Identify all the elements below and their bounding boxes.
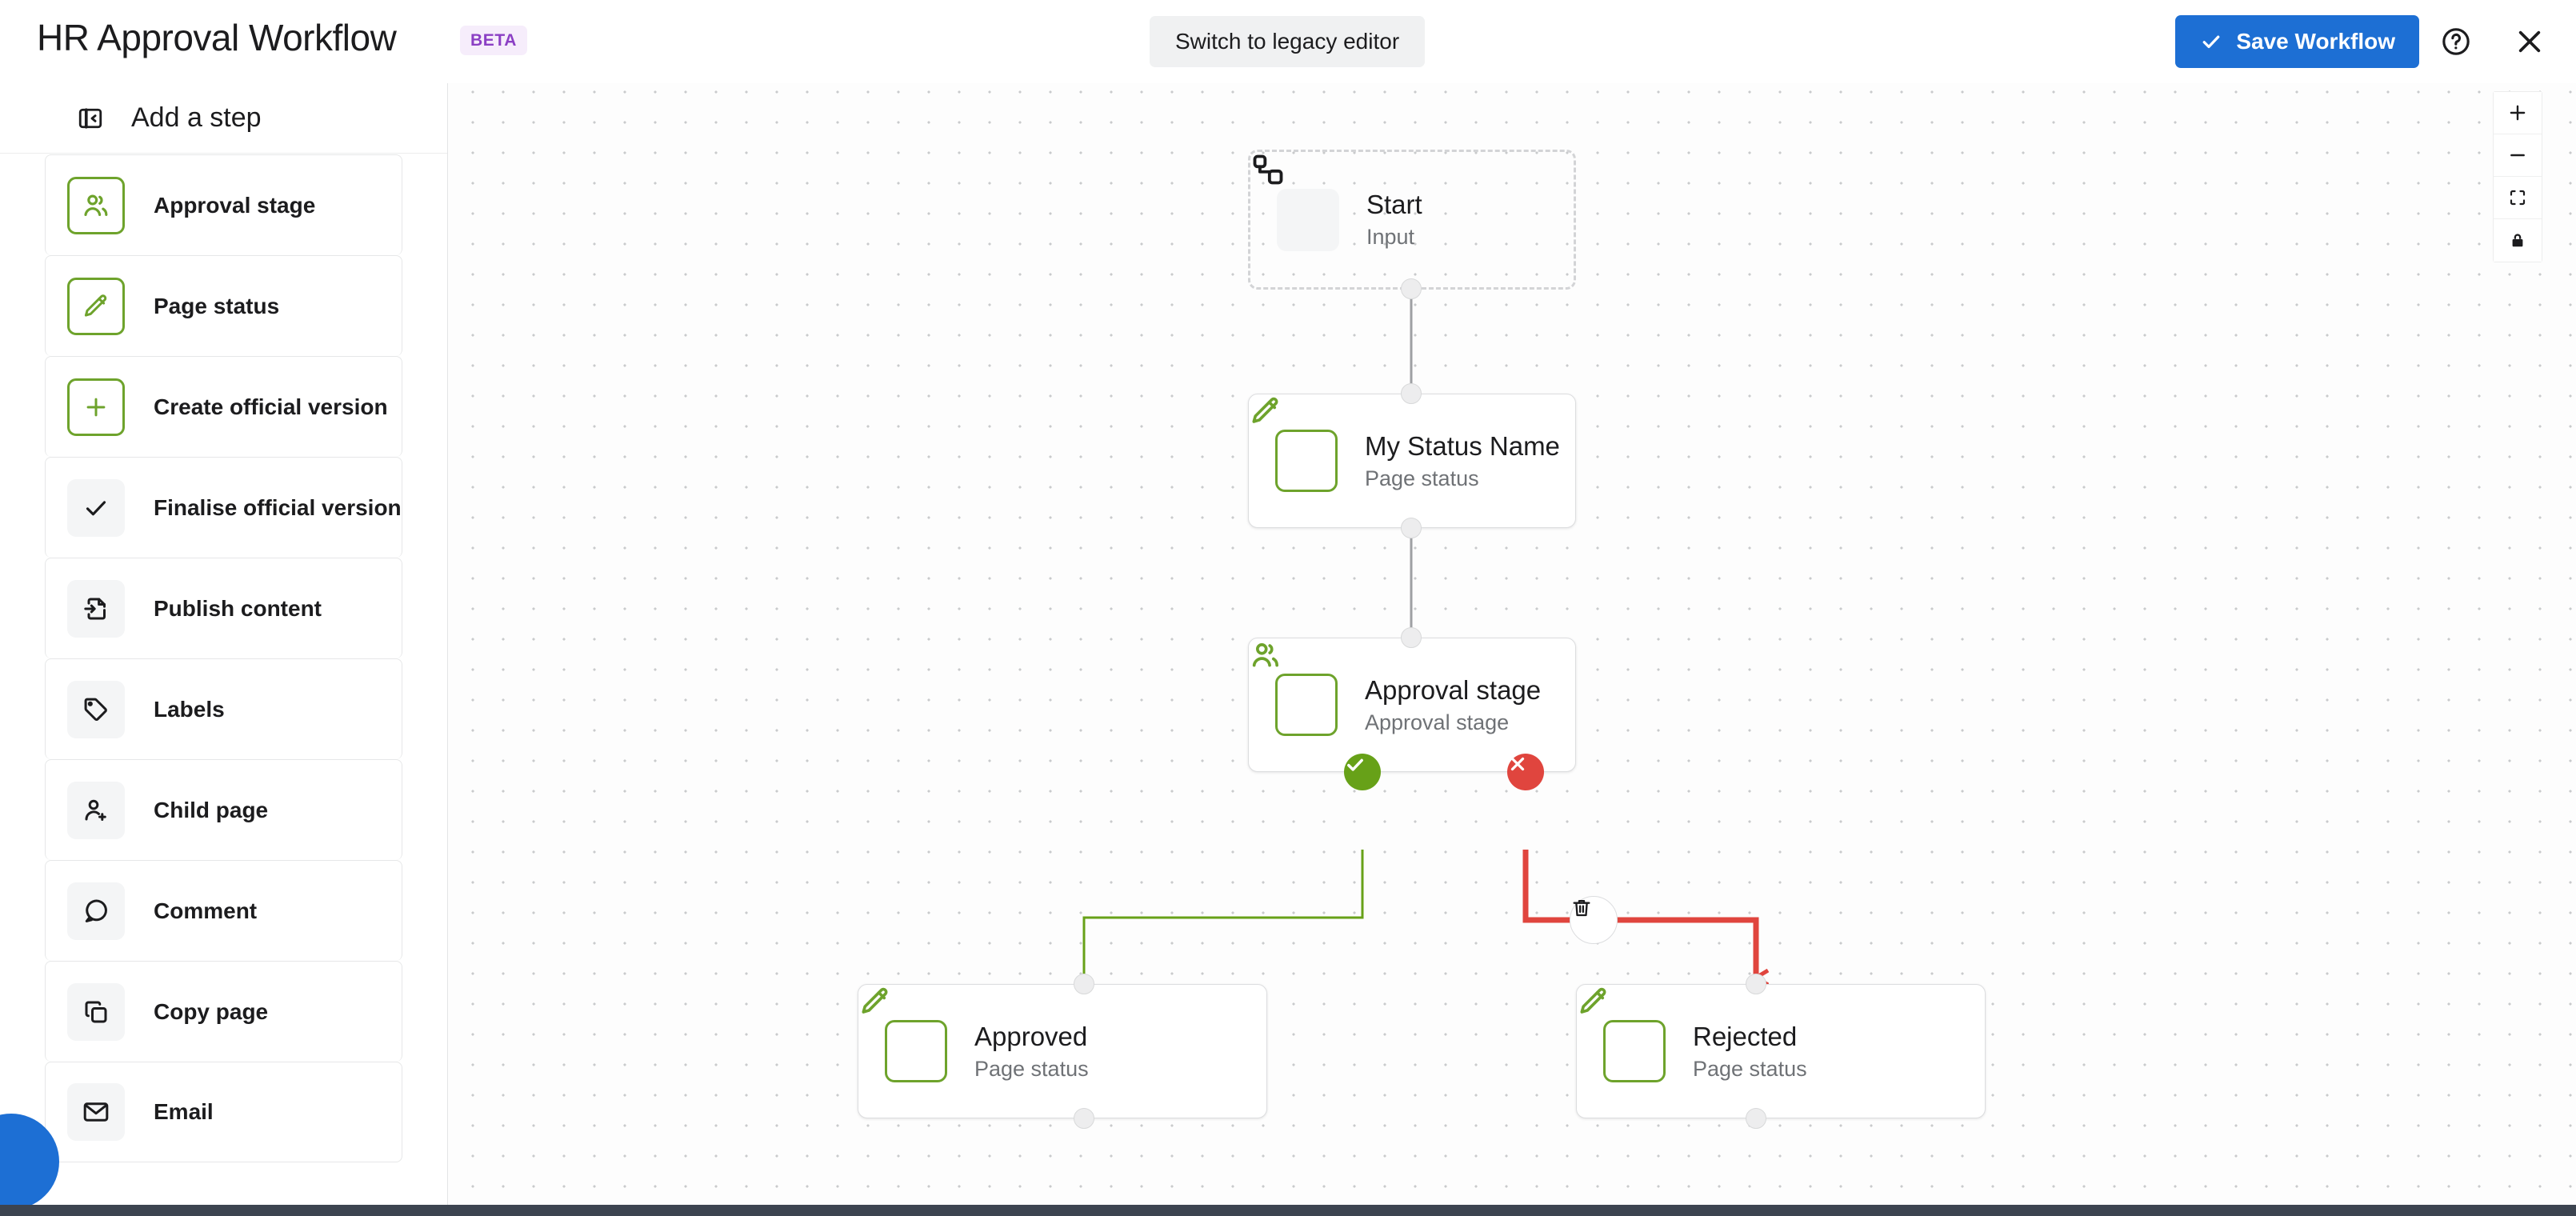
comment-icon — [67, 882, 125, 940]
step-item-label: Finalise official version — [154, 494, 402, 520]
save-workflow-button[interactable]: Save Workflow — [2175, 15, 2419, 68]
handle-status-target[interactable] — [1401, 383, 1422, 404]
edge-delete-button[interactable] — [1570, 896, 1618, 944]
step-item-label: Page status — [154, 293, 280, 318]
handle-approval-target[interactable] — [1401, 627, 1422, 648]
node-subtitle: Input — [1366, 225, 1415, 249]
handle-rejected-source[interactable] — [1746, 1108, 1766, 1129]
handle-approve[interactable] — [1344, 754, 1381, 790]
user-plus-icon — [67, 781, 125, 839]
step-item-label: Copy page — [154, 998, 269, 1024]
x-icon — [1510, 757, 1525, 771]
add-step-sidebar: Add a step Approval stage Page — [0, 0, 448, 1216]
handle-rejected-target[interactable] — [1746, 974, 1766, 994]
fit-screen-icon — [2510, 190, 2526, 206]
sidebar-header: Add a step — [0, 83, 447, 154]
step-item-label: Create official version — [154, 394, 388, 419]
step-item-label: Approval stage — [154, 192, 316, 218]
edge-approval-to-rejected — [1522, 850, 1756, 978]
handle-status-source[interactable] — [1401, 518, 1422, 538]
node-rejected[interactable]: Rejected Page status — [1576, 984, 1986, 1118]
sidebar-title: Add a step — [131, 102, 262, 133]
lock-icon — [2512, 233, 2523, 246]
step-item-copy-page[interactable]: Copy page — [45, 961, 402, 1062]
node-title: Rejected — [1693, 1021, 1798, 1051]
pencil-icon — [67, 277, 125, 335]
handle-start-source[interactable] — [1401, 278, 1422, 299]
users-icon — [1252, 643, 1338, 736]
step-item-label: Comment — [154, 898, 258, 923]
flow-start-icon — [1253, 154, 1339, 251]
trash-icon — [1573, 899, 1590, 917]
check-icon — [2202, 35, 2220, 49]
node-approved[interactable]: Approved Page status — [858, 984, 1267, 1118]
panel-collapse-icon[interactable] — [77, 105, 104, 132]
node-subtitle: Page status — [974, 1056, 1089, 1081]
canvas-controls[interactable] — [2493, 91, 2542, 262]
plus-icon — [2510, 105, 2526, 121]
check-icon — [1347, 758, 1363, 771]
help-circle-icon — [2442, 28, 2470, 55]
copy-icon — [67, 982, 125, 1041]
handle-reject[interactable] — [1507, 754, 1544, 790]
envelope-icon — [67, 1083, 125, 1141]
pencil-icon — [1252, 397, 1338, 492]
top-bar: HR Approval Workflow BETA Switch to lega… — [0, 0, 2576, 83]
users-icon — [67, 176, 125, 234]
step-item-labels[interactable]: Labels — [45, 658, 402, 759]
step-item-publish-content[interactable]: Publish content — [45, 558, 402, 658]
save-workflow-label: Save Workflow — [2236, 29, 2395, 54]
step-item-email[interactable]: Email — [45, 1062, 402, 1162]
step-item-comment[interactable]: Comment — [45, 860, 402, 961]
help-button[interactable] — [2432, 18, 2480, 66]
node-start[interactable]: Start Input — [1248, 150, 1576, 290]
step-item-approval-stage[interactable]: Approval stage — [45, 154, 402, 255]
node-subtitle: Page status — [1693, 1056, 1807, 1081]
step-item-label: Child page — [154, 797, 269, 822]
plus-icon — [67, 378, 125, 436]
publish-file-icon — [67, 579, 125, 638]
handle-approved-target[interactable] — [1074, 974, 1094, 994]
minus-icon — [2510, 154, 2525, 157]
node-subtitle: Approval stage — [1365, 710, 1510, 734]
edge-approval-to-approved — [1084, 850, 1364, 984]
step-item-child-page[interactable]: Child page — [45, 759, 402, 860]
step-list: Approval stage Page status Create offici… — [0, 154, 447, 1162]
page-title: HR Approval Workflow — [37, 17, 397, 58]
zoom-out-button[interactable] — [2494, 134, 2542, 177]
node-title: Approved — [974, 1021, 1088, 1051]
fit-view-button[interactable] — [2494, 177, 2542, 219]
step-item-create-official-version[interactable]: Create official version — [45, 356, 402, 457]
node-title: Start — [1366, 190, 1422, 219]
step-item-page-status[interactable]: Page status — [45, 255, 402, 356]
node-title: Approval stage — [1365, 674, 1542, 705]
beta-badge: BETA — [460, 26, 528, 55]
handle-approved-source[interactable] — [1074, 1108, 1094, 1129]
os-taskbar — [0, 1205, 2576, 1216]
close-icon — [2518, 30, 2541, 53]
node-my-status-name[interactable]: My Status Name Page status — [1248, 394, 1576, 528]
node-approval-stage[interactable]: Approval stage Approval stage — [1248, 638, 1576, 772]
node-subtitle: Page status — [1365, 466, 1479, 490]
step-item-label: Labels — [154, 696, 225, 722]
check-icon — [67, 478, 125, 537]
lock-button[interactable] — [2494, 219, 2542, 262]
edge-layer — [448, 289, 2576, 1216]
step-item-finalise-official-version[interactable]: Finalise official version — [45, 457, 402, 558]
step-item-label: Publish content — [154, 595, 322, 621]
step-item-label: Email — [154, 1099, 214, 1124]
pencil-icon — [862, 987, 947, 1082]
tag-icon — [67, 680, 125, 738]
node-title: My Status Name — [1365, 430, 1560, 461]
workflow-canvas[interactable]: Start Input My Status Name Page status — [448, 42, 2576, 1216]
close-button[interactable] — [2506, 18, 2554, 66]
zoom-in-button[interactable] — [2494, 92, 2542, 134]
switch-to-legacy-editor-button[interactable]: Switch to legacy editor — [1150, 16, 1426, 67]
pencil-icon — [1580, 987, 1666, 1082]
